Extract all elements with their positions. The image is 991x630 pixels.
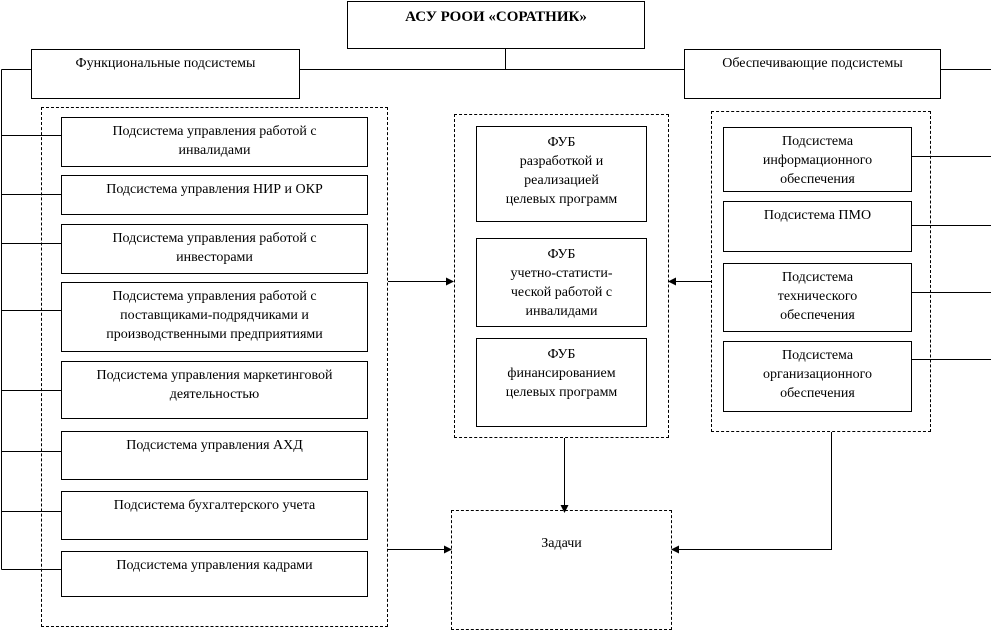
fub-item-title: ФУБ [547, 347, 576, 362]
functional-item-label: Подсистема управления работой с инвестор… [112, 231, 317, 265]
functional-item[interactable]: Подсистема управления НИР и ОКР [61, 175, 368, 215]
support-item[interactable]: Подсистема ПМО [723, 201, 912, 252]
fub-item[interactable]: ФУБ учетно-статисти-ческой работой с инв… [476, 238, 647, 327]
fub-item[interactable]: ФУБ разработкой и реализацией целевых пр… [476, 126, 647, 222]
tasks-label: Задачи [541, 536, 582, 551]
support-item[interactable]: Подсистема информационного обеспечения [723, 127, 912, 192]
tasks-group [451, 510, 672, 630]
functional-header[interactable]: Функциональные подсистемы [31, 49, 300, 99]
functional-item[interactable]: Подсистема управления работой с поставщи… [61, 282, 368, 352]
support-item[interactable]: Подсистема технического обеспечения [723, 263, 912, 332]
functional-item-label: Подсистема управления работой с поставщи… [106, 289, 323, 342]
root-title: АСУ РООИ «СОРАТНИК» [405, 9, 587, 25]
functional-item[interactable]: Подсистема управления АХД [61, 431, 368, 480]
functional-item[interactable]: Подсистема управления кадрами [61, 551, 368, 597]
support-header-label: Обеспечивающие подсистемы [722, 56, 903, 71]
support-group [711, 111, 931, 432]
arrow-support-to-tasks [671, 432, 832, 554]
support-item[interactable]: Подсистема организационного обеспечения [723, 341, 912, 412]
fub-item[interactable]: ФУБ финансированием целевых программ [476, 338, 647, 427]
fub-item-label: учетно-статисти-ческой работой с инвалид… [510, 266, 613, 319]
support-item-label: Подсистема ПМО [763, 208, 872, 223]
fub-item-title: ФУБ [547, 135, 576, 150]
functional-item-label: Подсистема управления работой с инвалида… [112, 124, 317, 158]
connector-lines [1, 49, 991, 570]
fub-item-title: ФУБ [547, 247, 576, 262]
functional-item-label: Подсистема управления кадрами [116, 558, 313, 573]
fub-item-label: разработкой и реализацией целевых програ… [505, 154, 618, 207]
support-header[interactable]: Обеспечивающие подсистемы [684, 49, 941, 99]
support-item-label: Подсистема организационного обеспечения [762, 348, 873, 401]
functional-item-label: Подсистема управления маркетинговой деят… [96, 368, 333, 402]
fub-group [454, 114, 669, 438]
functional-item-label: Подсистема управления АХД [126, 438, 303, 453]
functional-item[interactable]: Подсистема бухгалтерского учета [61, 491, 368, 540]
functional-header-label: Функциональные подсистемы [75, 56, 256, 71]
support-item-label: Подсистема технического обеспечения [777, 270, 858, 323]
functional-item-label: Подсистема бухгалтерского учета [113, 498, 316, 513]
root-box[interactable]: АСУ РООИ «СОРАТНИК» [347, 1, 645, 49]
functional-item[interactable]: Подсистема управления маркетинговой деят… [61, 361, 368, 419]
functional-item[interactable]: Подсистема управления работой с инвестор… [61, 224, 368, 274]
functional-item-label: Подсистема управления НИР и ОКР [106, 182, 323, 197]
functional-item[interactable]: Подсистема управления работой с инвалида… [61, 117, 368, 167]
fub-item-label: финансированием целевых программ [505, 366, 618, 400]
support-item-label: Подсистема информационного обеспечения [762, 134, 873, 187]
